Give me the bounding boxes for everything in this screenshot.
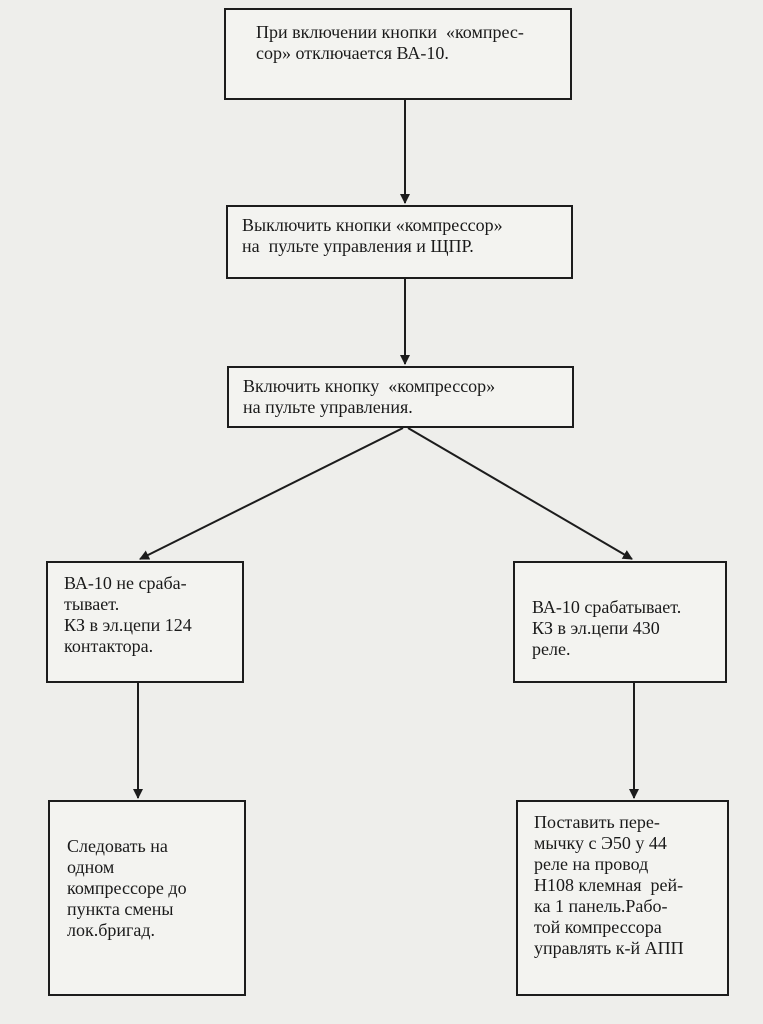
node-switch-on-compressor-button: Включить кнопку «компрессор» на пульте у… [227,366,574,428]
node-text-line: Следовать на [67,836,168,856]
node-text-line: КЗ в эл.цепи 430 [532,618,660,638]
node-text-line: на пульте управления и ЩПР. [242,236,474,256]
node-text-line: Поставить пере- [534,812,660,832]
node-text-line: той компрессора [534,917,662,937]
arrow-n3-n5 [407,427,633,560]
node-text-line: управлять к-й АПП [534,938,684,958]
node-text-line: При включении кнопки «компрес- [256,22,524,42]
node-continue-on-one-compressor: Следовать на одном компрессоре до пункта… [48,800,246,996]
node-text-line: ка 1 панель.Рабо- [534,896,668,916]
node-text-line: Включить кнопку «компрессор» [243,376,496,396]
node-compressor-button-trips-breaker: При включении кнопки «компрес- сор» откл… [224,8,572,100]
node-text-line: компрессоре до [67,878,187,898]
node-text-line: Н108 клемная рей- [534,875,684,895]
node-text-line: реле на провод [534,854,649,874]
node-text-line: тывает. [64,594,120,614]
node-text-line: пункта смены [67,899,174,919]
node-text-line: реле. [532,639,571,659]
node-text-line: контактора. [64,636,154,656]
node-text-line: сор» отключается ВА-10. [256,43,449,63]
arrow-n3-n4 [139,427,404,560]
node-text-line: на пульте управления. [243,397,413,417]
node-text-line: одном [67,857,115,877]
node-text-line: Выключить кнопки «компрессор» [242,215,503,235]
node-text-line: лок.бригад. [67,920,156,940]
node-install-jumper: Поставить пере- мычку с Э50 у 44 реле на… [516,800,729,996]
node-text-line: КЗ в эл.цепи 124 [64,615,192,635]
node-breaker-trips: ВА-10 срабатывает. КЗ в эл.цепи 430 реле… [513,561,727,683]
node-text-line: ВА-10 не сраба- [64,573,187,593]
node-breaker-does-not-trip: ВА-10 не сраба- тывает. КЗ в эл.цепи 124… [46,561,244,683]
node-switch-off-compressor-buttons: Выключить кнопки «компрессор» на пульте … [226,205,573,279]
node-text-line: ВА-10 срабатывает. [532,597,682,617]
node-text-line: мычку с Э50 у 44 [534,833,667,853]
